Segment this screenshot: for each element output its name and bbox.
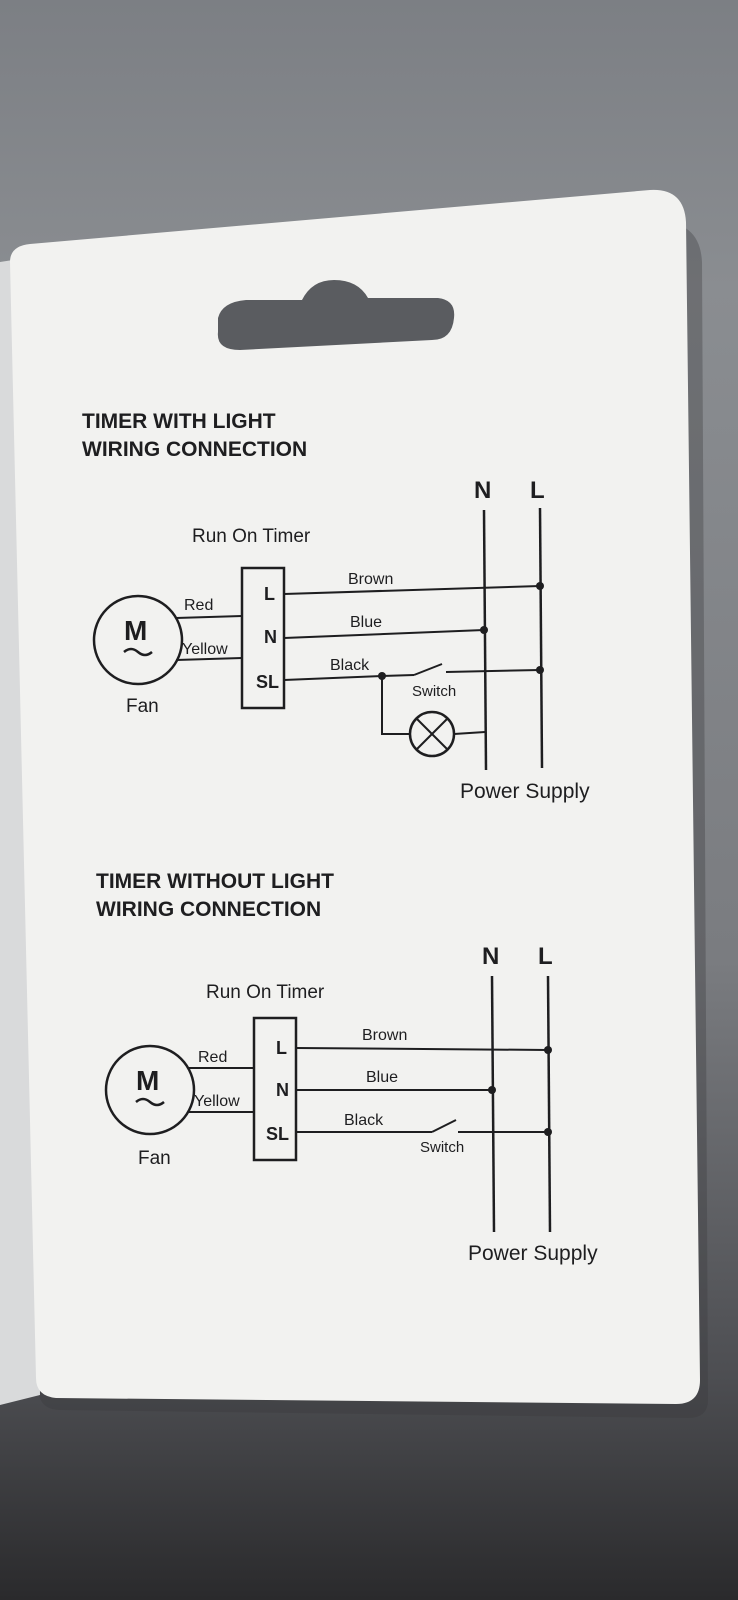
hang-hole (217, 280, 455, 350)
title-with-light-line2: WIRING CONNECTION (82, 438, 307, 461)
lamp-cross-2 (416, 718, 448, 750)
wire-brown-2 (295, 1047, 549, 1051)
wire-blue-label-2: Blue (366, 1069, 398, 1086)
junction-switch-live-2 (544, 1128, 552, 1136)
wire-black-label-2: Black (344, 1112, 384, 1129)
wire-brown-label: Brown (348, 571, 393, 588)
motor-symbol: M (124, 615, 147, 646)
neutral-bus-2 (490, 975, 496, 1233)
fan-label-2: Fan (138, 1148, 171, 1169)
wire-black-label: Black (330, 657, 370, 674)
junction-switch-live (536, 666, 544, 674)
terminal-sl: SL (256, 672, 279, 692)
tilde-icon-2 (135, 1097, 165, 1107)
motor-symbol-2: M (136, 1065, 159, 1096)
title-without-light-line1: TIMER WITHOUT LIGHT (96, 870, 334, 893)
title-without-light-line2: WIRING CONNECTION (96, 898, 321, 921)
wire-yellow-label: Yellow (182, 641, 228, 658)
terminal-sl-2: SL (266, 1124, 289, 1144)
live-bus-label: L (530, 477, 545, 504)
wire-yellow (175, 657, 243, 661)
fan-motor-icon (92, 594, 184, 686)
wire-red (175, 615, 243, 619)
switch-label: Switch (412, 683, 456, 700)
wire-yellow-label-2: Yellow (194, 1093, 240, 1110)
wire-black-to-switch (381, 674, 415, 677)
terminal-l: L (264, 584, 275, 604)
fan-motor-icon-2 (104, 1044, 196, 1136)
live-bus (538, 507, 544, 769)
wire-blue-label: Blue (350, 614, 382, 631)
power-supply-label-2: Power Supply (468, 1242, 598, 1265)
live-bus-label-2: L (538, 943, 553, 970)
wire-lamp-to-neutral (453, 731, 486, 735)
timer-label-2: Run On Timer (206, 982, 325, 1003)
junction-blue-2 (488, 1086, 496, 1094)
terminal-n: N (264, 627, 277, 647)
switch-label-2: Switch (420, 1139, 464, 1156)
switch-icon (413, 663, 443, 676)
terminal-n-2: N (276, 1080, 289, 1100)
timer-label: Run On Timer (192, 526, 311, 547)
wire-black (283, 675, 383, 681)
wire-brown-label-2: Brown (362, 1027, 407, 1044)
wire-blue (283, 629, 485, 639)
wire-red-label-2: Red (198, 1049, 227, 1066)
junction-brown-2 (544, 1046, 552, 1054)
junction-blue (480, 626, 488, 634)
neutral-bus-label-2: N (482, 943, 499, 970)
diagram-without-light: TIMER WITHOUT LIGHT WIRING CONNECTION N … (96, 870, 598, 1265)
terminal-l-2: L (276, 1038, 287, 1058)
neutral-bus-label: N (474, 477, 491, 504)
wire-lamp-branch (381, 676, 410, 735)
diagram-with-light: TIMER WITH LIGHT WIRING CONNECTION N L R… (82, 410, 590, 803)
switch-icon-2 (431, 1119, 457, 1133)
wire-brown (283, 585, 541, 595)
wire-red-label: Red (184, 597, 213, 614)
card (10, 189, 700, 1404)
title-with-light-line1: TIMER WITH LIGHT (82, 410, 276, 433)
fan-label: Fan (126, 696, 159, 717)
neutral-bus (482, 509, 488, 771)
wire-switch-to-live (445, 669, 541, 673)
live-bus-2 (546, 975, 552, 1233)
junction-brown (536, 582, 544, 590)
power-supply-label: Power Supply (460, 780, 590, 803)
tilde-icon (123, 647, 153, 657)
